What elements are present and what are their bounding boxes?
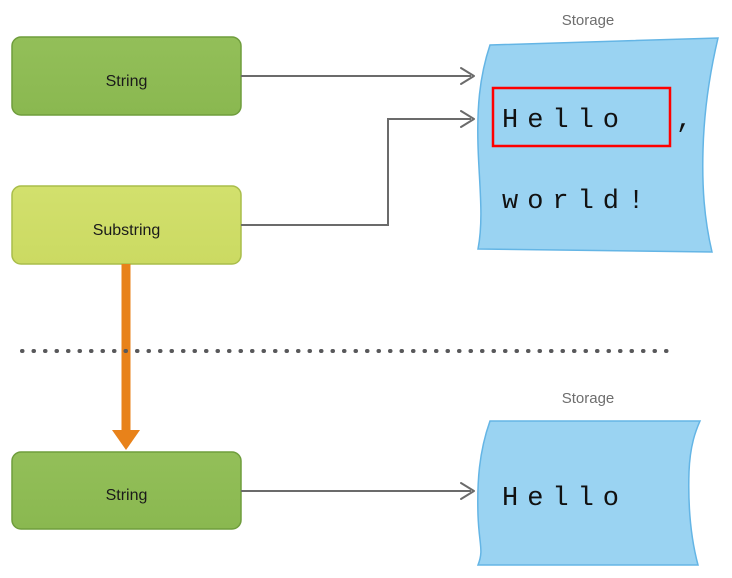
storage-text-bottom-line1: Hello (502, 484, 628, 514)
arrowhead-right-icon (460, 67, 475, 85)
arrowhead-right-icon (460, 482, 475, 500)
arrowhead-right-icon (460, 110, 475, 128)
string-box-top-label: String (106, 73, 148, 90)
storage-text-top-line1-tail: , (676, 106, 701, 136)
storage-caption-top: Storage (562, 12, 615, 29)
string-box-bottom[interactable]: String (11, 451, 242, 530)
substring-highlight-box (491, 86, 672, 148)
connector-substring-line (241, 118, 471, 226)
copy-arrow-orange (112, 264, 140, 450)
substring-box-label: Substring (93, 222, 161, 239)
storage-caption-bottom: Storage (562, 390, 615, 407)
string-box-top[interactable]: String (11, 36, 242, 116)
storage-text-top-line2: world! (502, 187, 653, 217)
connector-substring-to-storage (241, 110, 475, 226)
string-box-bottom-label: String (106, 487, 148, 504)
connector-string-to-storage (241, 67, 475, 85)
storage-shape-bottom (476, 420, 702, 566)
storage-text-top-line1: Hello (502, 106, 628, 136)
copy-arrow-head-icon (112, 430, 140, 450)
connector-string-to-storage-bottom (241, 482, 475, 500)
substring-box[interactable]: Substring (11, 185, 242, 265)
